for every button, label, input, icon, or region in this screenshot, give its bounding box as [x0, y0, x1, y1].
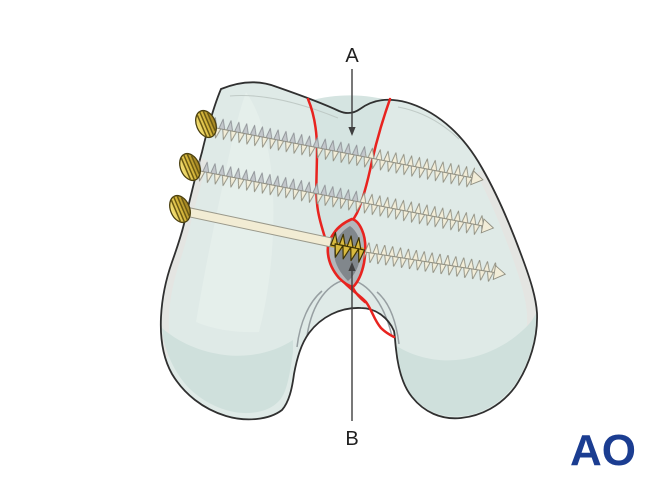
fragment-outline-red — [326, 217, 367, 289]
lag-screw-1 — [208, 116, 484, 189]
screw2-head — [179, 152, 201, 182]
arrowhead-up-icon — [348, 262, 356, 271]
label-b: B — [345, 428, 358, 450]
lag-screws — [169, 109, 507, 283]
screw2-thread-distal — [357, 191, 485, 237]
anterior-fragment-shade — [309, 95, 390, 250]
screw3-head — [169, 194, 191, 224]
condyle-shade-right — [395, 313, 537, 417]
screw3-tip — [492, 264, 507, 281]
screw1-tip — [470, 169, 484, 186]
lag-screw-2 — [192, 159, 495, 237]
screw1-thread-distal — [363, 146, 476, 189]
cartilage-rim-right — [462, 170, 537, 415]
fracture-line-branch — [351, 286, 367, 304]
screw1-thread-proximal — [208, 116, 368, 168]
trochlea-highlight — [196, 92, 274, 333]
ao-logo: AO — [570, 426, 636, 475]
annotation-indicators — [348, 69, 356, 421]
condyle-shade-left — [162, 328, 293, 414]
screw2-thread-proximal — [192, 159, 363, 213]
lag-screw-3 — [186, 207, 507, 283]
articular-edge-line-right — [397, 106, 460, 140]
screw3-thread-in-fragment — [330, 232, 366, 263]
label-a: A — [345, 45, 359, 67]
arrowhead-down-icon — [348, 127, 356, 136]
articular-edge-line-left — [229, 95, 339, 119]
screw-heads — [169, 109, 217, 224]
screw3-thread-distal — [363, 242, 497, 283]
screw1-head — [195, 109, 217, 139]
bone-outline — [159, 81, 538, 421]
screw2-tip — [480, 218, 495, 234]
